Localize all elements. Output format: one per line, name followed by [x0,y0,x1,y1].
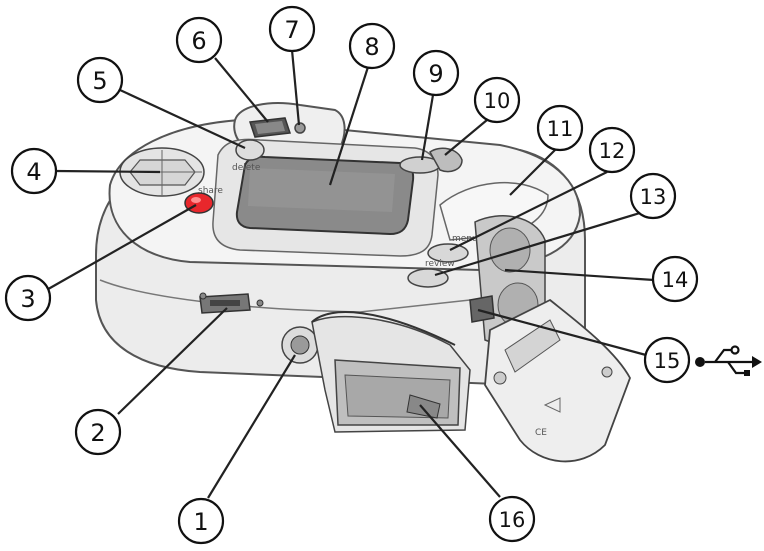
callout-5: 5 [76,56,124,104]
callout-8-label: 8 [364,33,379,61]
leader-4 [55,169,161,174]
usb-port [469,295,495,323]
leader-1 [207,354,296,499]
callout-14-label: 14 [662,268,689,292]
leader-10 [444,119,488,156]
leader-2 [117,307,228,415]
leader-8 [328,66,370,186]
leader-12 [449,171,608,251]
delete-button[interactable]: delete [232,139,265,173]
dock-connector [199,292,264,314]
leader-6 [214,57,269,123]
delete-label: delete [232,163,261,173]
callout-3: 3 [4,274,52,322]
callout-15: 15 [643,336,691,384]
leader-15 [477,308,647,357]
tripod-socket [281,326,319,364]
callouts: 1 2 3 4 5 6 7 8 [4,5,699,545]
callout-9: 9 [412,49,460,97]
callout-4-label: 4 [26,158,41,186]
leader-16 [419,404,501,498]
callout-14: 14 [651,255,699,303]
leader-lines [42,49,655,499]
review-label: review [425,259,455,269]
callout-10-label: 10 [484,89,511,113]
callout-2: 2 [74,408,122,456]
callout-8: 8 [348,22,396,70]
callout-3-label: 3 [20,285,35,313]
leader-11 [509,149,556,196]
leader-9 [420,94,435,161]
ce-mark: CE [535,428,547,438]
callout-4: 4 [10,147,58,195]
share-label: share [198,186,223,196]
callout-12-label: 12 [599,139,626,163]
callout-7-label: 7 [284,16,299,44]
viewfinder [248,117,292,138]
callout-15-label: 15 [654,349,681,373]
menu-button[interactable]: menu [427,234,478,263]
callout-7: 7 [268,5,316,53]
battery-door[interactable]: CE [484,298,631,463]
callout-6-label: 6 [191,27,206,55]
callout-16: 16 [488,495,536,543]
callout-5-label: 5 [92,67,107,95]
usb-icon [695,345,762,376]
leader-7 [290,49,301,126]
callout-2-label: 2 [90,419,105,447]
callout-10: 10 [473,76,521,124]
memory-card-slot [311,311,471,433]
mode-dial[interactable] [429,147,463,173]
lcd-screen [212,138,439,257]
callout-1-label: 1 [193,508,208,536]
callout-1: 1 [177,497,225,545]
callout-11-label: 11 [547,117,574,141]
callout-11: 11 [536,104,584,152]
callout-6: 6 [175,16,223,64]
leader-13 [434,211,641,277]
callout-16-label: 16 [499,508,526,532]
leader-3 [42,204,197,293]
callout-13: 13 [629,172,677,220]
callout-13-label: 13 [640,185,667,209]
menu-label: menu [452,234,478,244]
leader-5 [119,89,246,149]
ready-light [294,122,306,134]
callout-12: 12 [588,126,636,174]
leader-14 [504,268,655,282]
callout-9-label: 9 [428,60,443,88]
